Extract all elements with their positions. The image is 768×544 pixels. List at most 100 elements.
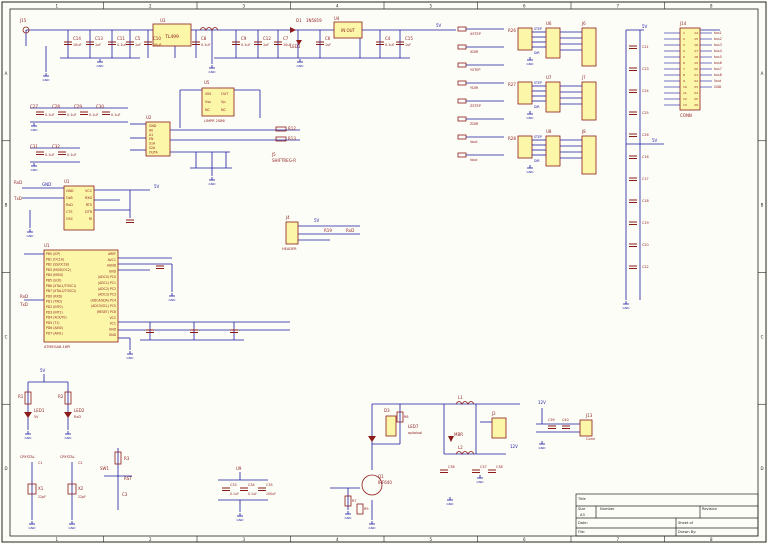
driver-res-R26: R26	[508, 28, 516, 33]
switcher-res-R9	[356, 503, 364, 515]
led-ref-0: LED1	[34, 408, 45, 413]
bottom-cap-value-C34: 0.1uF	[248, 492, 257, 496]
grid-col-top-4: 4	[336, 4, 339, 9]
capbank-gnd-label: GND	[539, 446, 547, 450]
upper-ic-ref: U5	[204, 80, 210, 85]
switcher-res-R8	[396, 411, 404, 423]
power-caps: C1410uFC131uFC110.1uFC51uFC1010uFC80.1uF…	[43, 27, 413, 82]
power-cap-ref-C11: C11	[117, 36, 125, 41]
decoupling-gnd-2-label: GND	[31, 168, 39, 172]
driver-conn-ref-J8: J8	[581, 129, 586, 134]
header-wires	[298, 225, 360, 241]
grid-col-bottom-7: 7	[616, 537, 619, 542]
header-rx: RxD	[346, 228, 354, 233]
driver-net-label-4: ZSTEP	[470, 104, 481, 108]
led-res-ref-1: R2	[58, 394, 64, 399]
bus-right-label-9: GND	[714, 85, 722, 89]
upper-ic-pin-1: OUT	[221, 92, 229, 96]
clock-gnd-1-label: GND	[69, 526, 77, 530]
driver-net-res-3	[457, 80, 467, 86]
driver-ic-U7	[545, 81, 561, 113]
switcher-gnd-4: GND	[447, 497, 454, 506]
reset-wires	[104, 448, 132, 510]
decoupling-cap-value-C27: 0.1uF	[45, 113, 55, 117]
bus-cap-ref-C22: C22	[642, 265, 649, 269]
crystal-cap-1: C2	[78, 461, 83, 465]
bottom-cap-C33	[222, 487, 230, 491]
mux-pin-S2A: S2A	[149, 146, 156, 150]
led-res-1	[64, 391, 72, 405]
date-label: Date:	[578, 521, 588, 525]
bus-pin-left-0: 1	[683, 31, 685, 35]
grid-col-bottom-5: 5	[429, 537, 432, 542]
serial-pin-right-DTR: DTR	[85, 210, 93, 214]
upper-ic-pin-2: Vss	[205, 100, 211, 104]
driver-net1-2: STEP	[534, 135, 542, 139]
bus-right-label-1: bus2	[714, 37, 722, 41]
power-cap-ref-C12: C12	[263, 36, 271, 41]
bus-right-label-4: bus5	[714, 55, 722, 59]
switcher-gnd-2-label: GND	[345, 516, 353, 520]
power-cap-C12	[254, 41, 262, 45]
bus-pin-right-7: 21	[694, 73, 698, 77]
bus-cap-ref-C19: C19	[642, 221, 649, 225]
serial-pin-left-OsB: OsB	[66, 196, 73, 200]
mux-res-R13	[275, 136, 287, 142]
serial-tx-label: TxD	[13, 196, 22, 201]
size-value: A3	[580, 513, 585, 517]
driver-gnd-2-label: GND	[527, 170, 535, 174]
led-gnd-0-label: GND	[25, 436, 33, 440]
mcu-pin-right-2: AGND	[107, 264, 117, 268]
capbank-cap-C40	[562, 425, 570, 429]
decoupling-cap-ref-C28: C28	[52, 104, 60, 109]
bus-pin-right-11: 25	[694, 97, 698, 101]
power-gnd-3: GND	[209, 65, 216, 74]
mcu-pin-left-0: PB0 (ICP)	[46, 252, 60, 256]
grid-col-top-3: 3	[242, 4, 245, 9]
switcher-gnd-3: GND	[477, 475, 484, 484]
serial-pin-right-RTS: RTS	[86, 203, 92, 207]
inductor-ref-L2: L2	[458, 445, 463, 450]
switcher-led-ref: LED7	[408, 424, 419, 429]
power-gnd-4: GND	[297, 59, 304, 68]
regulator-u3-name: TL499	[164, 34, 179, 40]
title-label: Title	[577, 497, 586, 501]
diode-d1-ref: D1	[296, 18, 302, 23]
diode-d1-icon	[290, 27, 296, 33]
mcu-tx-label: TxD	[19, 302, 28, 307]
power-cap-C8	[192, 41, 200, 45]
mcu-pin-left-3: PB3 (MOSI/OC2)	[46, 268, 71, 272]
mux-connector-label: SHIFTREG-R	[272, 158, 296, 163]
bottom-caps-gnd: GND	[237, 513, 244, 522]
driver-net1-0: STEP	[534, 27, 542, 31]
switcher-gnd-2: GND	[345, 511, 353, 520]
power-cap-C9	[232, 41, 240, 45]
serial-rx-label: RxD	[14, 180, 22, 185]
led1-icon	[296, 40, 302, 45]
mcu-vcc-cap-0	[146, 329, 154, 333]
mcu-pin-right-13: GND	[109, 327, 117, 331]
reset-net: RST	[124, 476, 132, 481]
decoupling-cap-C29	[80, 111, 88, 115]
switcher-cap-ref-C38: C38	[496, 465, 503, 469]
decoupling-gnd-1: GND	[31, 123, 38, 132]
power-cap-value-C11: 0.1uF	[117, 43, 127, 47]
bottom-cap-ref-C35: C35	[266, 483, 273, 487]
mux-pin-OUTA: OUTA	[149, 150, 159, 154]
decoupling-row	[30, 107, 128, 163]
grid-col-bottom-6: 6	[523, 537, 526, 542]
power-cap-C6	[316, 41, 324, 45]
driver-net-label-1: XDIR	[470, 50, 479, 54]
driver-conn-J7	[581, 81, 597, 121]
mux-connector-ref: J5	[271, 152, 276, 157]
driver-net-label-2: YSTEP	[470, 68, 480, 72]
grid-row-left-B: B	[5, 203, 8, 208]
upper-ic-pin-4: NC	[205, 108, 211, 112]
driver-ref-U7: U7	[546, 75, 552, 80]
regulator-u3	[152, 23, 192, 47]
mcu-wires	[24, 253, 290, 350]
power-cap-ref-C9: C9	[241, 36, 247, 41]
bottom-cap-ref-C34: C34	[248, 483, 255, 487]
